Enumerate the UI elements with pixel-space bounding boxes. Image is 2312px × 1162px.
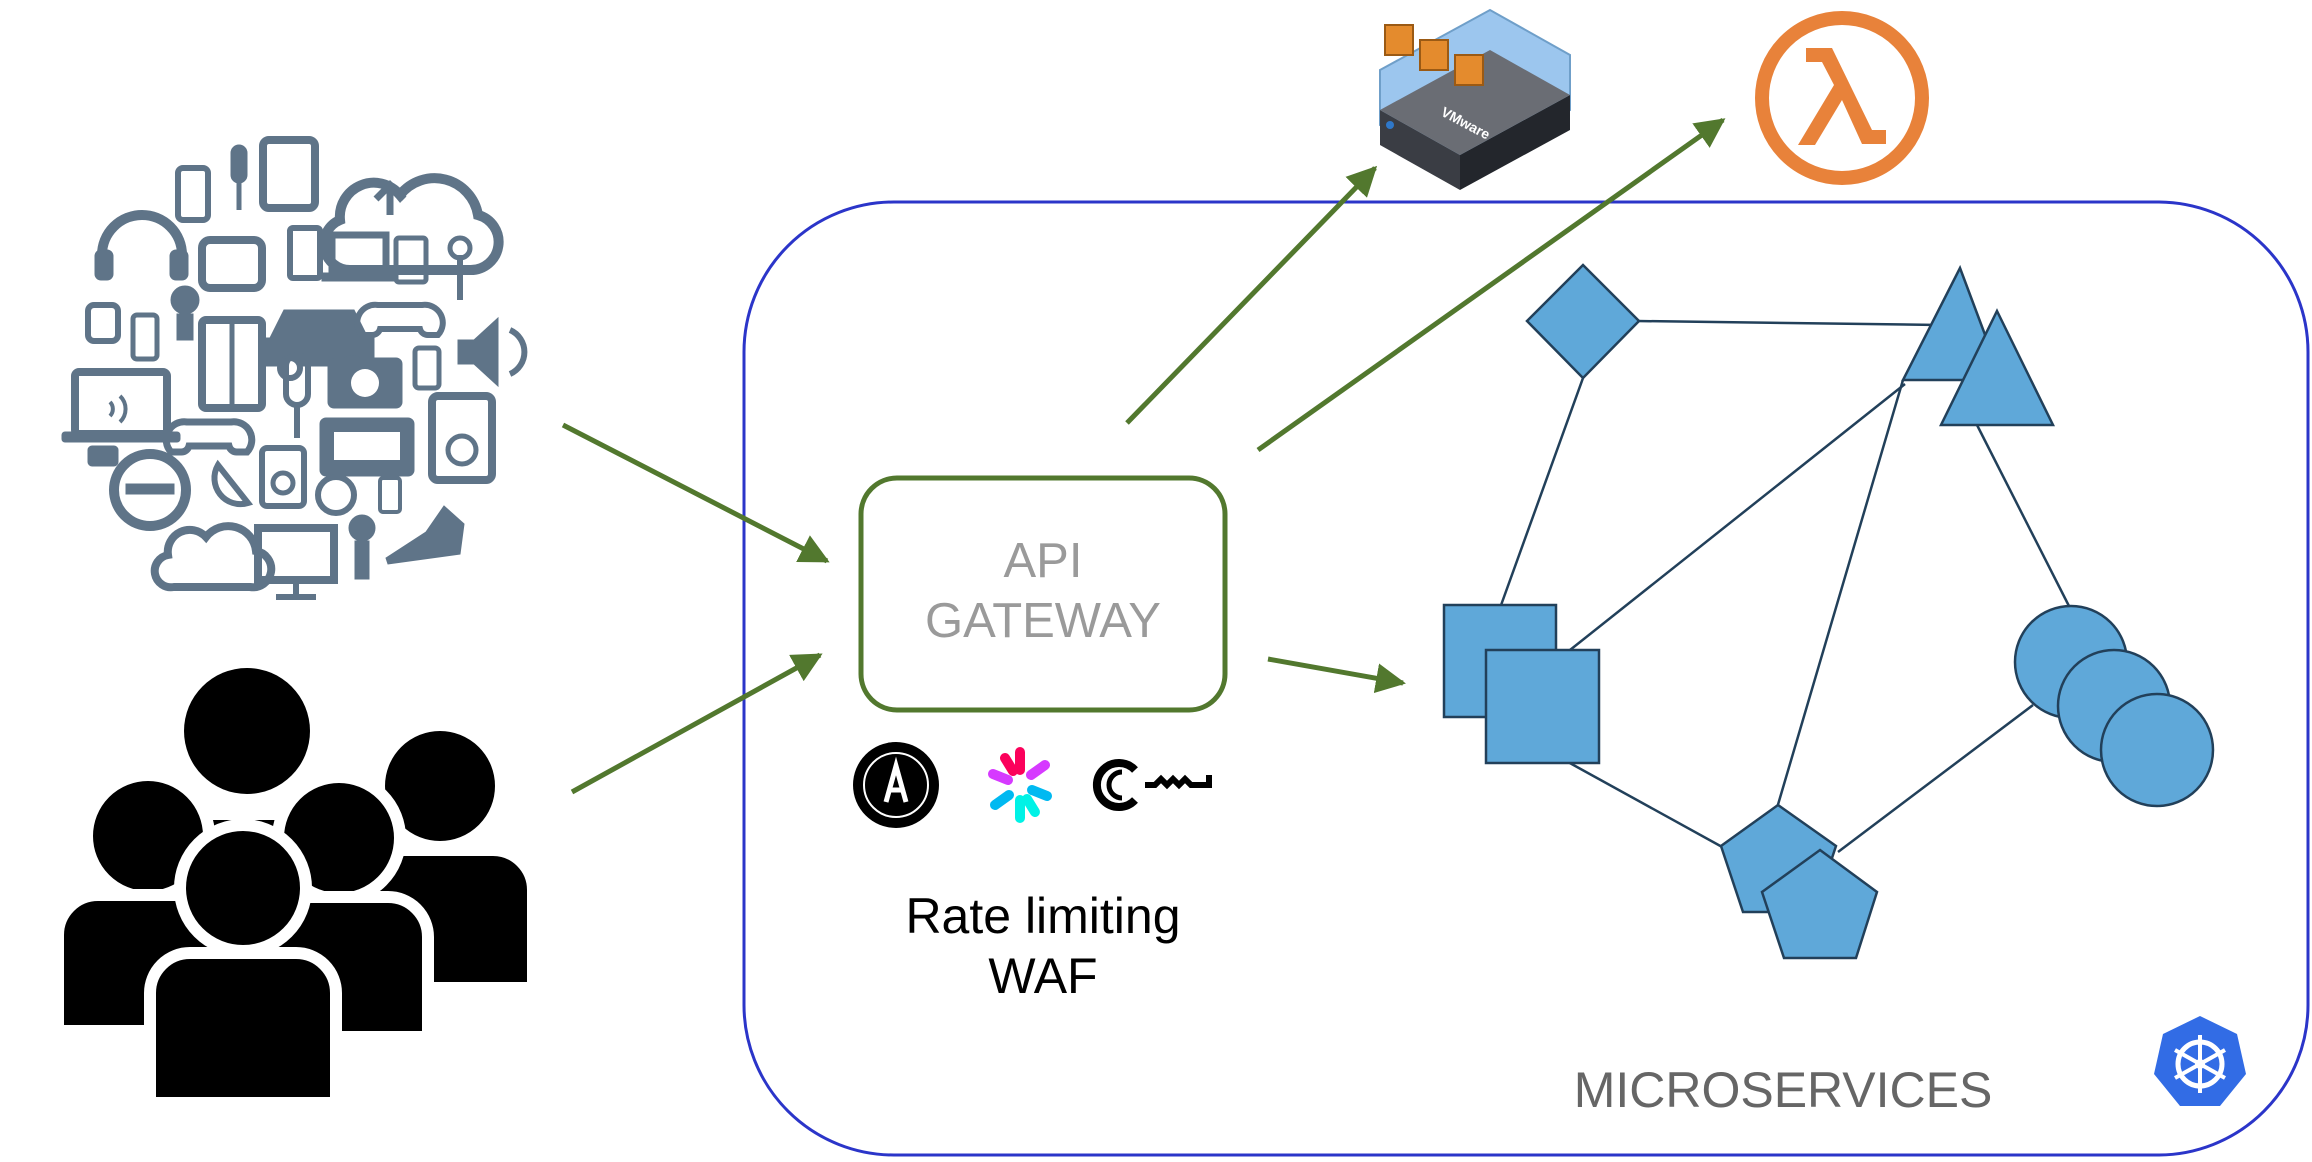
jwt-icon [988, 747, 1052, 823]
service-shapes [1442, 263, 2215, 960]
rate-limiting-label: Rate limiting [905, 888, 1181, 944]
api-key-icon [1092, 759, 1212, 811]
arrow-gateway-to-vmware [1125, 165, 1378, 425]
service-circle [2099, 692, 2215, 808]
service-square [1484, 648, 1601, 765]
api-gateway-label-line2: GATEWAY [925, 594, 1161, 648]
service-triangle [1938, 308, 2056, 427]
api-gateway-label-line1: API [1003, 534, 1083, 588]
microservices-cluster-boundary [742, 200, 2310, 1157]
arrow-gateway-to-lambda [1256, 117, 1726, 453]
users-group-icon [52, 668, 539, 1109]
waf-label: WAF [988, 948, 1098, 1004]
arrow-iot-to-gateway [561, 422, 830, 564]
service-pentagon [1760, 848, 1879, 960]
api-gateway-box [858, 475, 1228, 713]
service-graph-edges [1498, 319, 2073, 853]
service-diamond [1525, 263, 1641, 380]
kubernetes-icon [2154, 1016, 2246, 1106]
iot-devices-icon [61, 136, 528, 600]
arrow-users-to-gateway [570, 652, 823, 795]
vmware-server-icon [1379, 8, 1571, 190]
aws-lambda-icon [1755, 11, 1929, 185]
arrow-gateway-to-microservices [1267, 656, 1406, 694]
oauth-icon [853, 742, 939, 828]
microservices-label: MICROSERVICES [1573, 1062, 1993, 1118]
